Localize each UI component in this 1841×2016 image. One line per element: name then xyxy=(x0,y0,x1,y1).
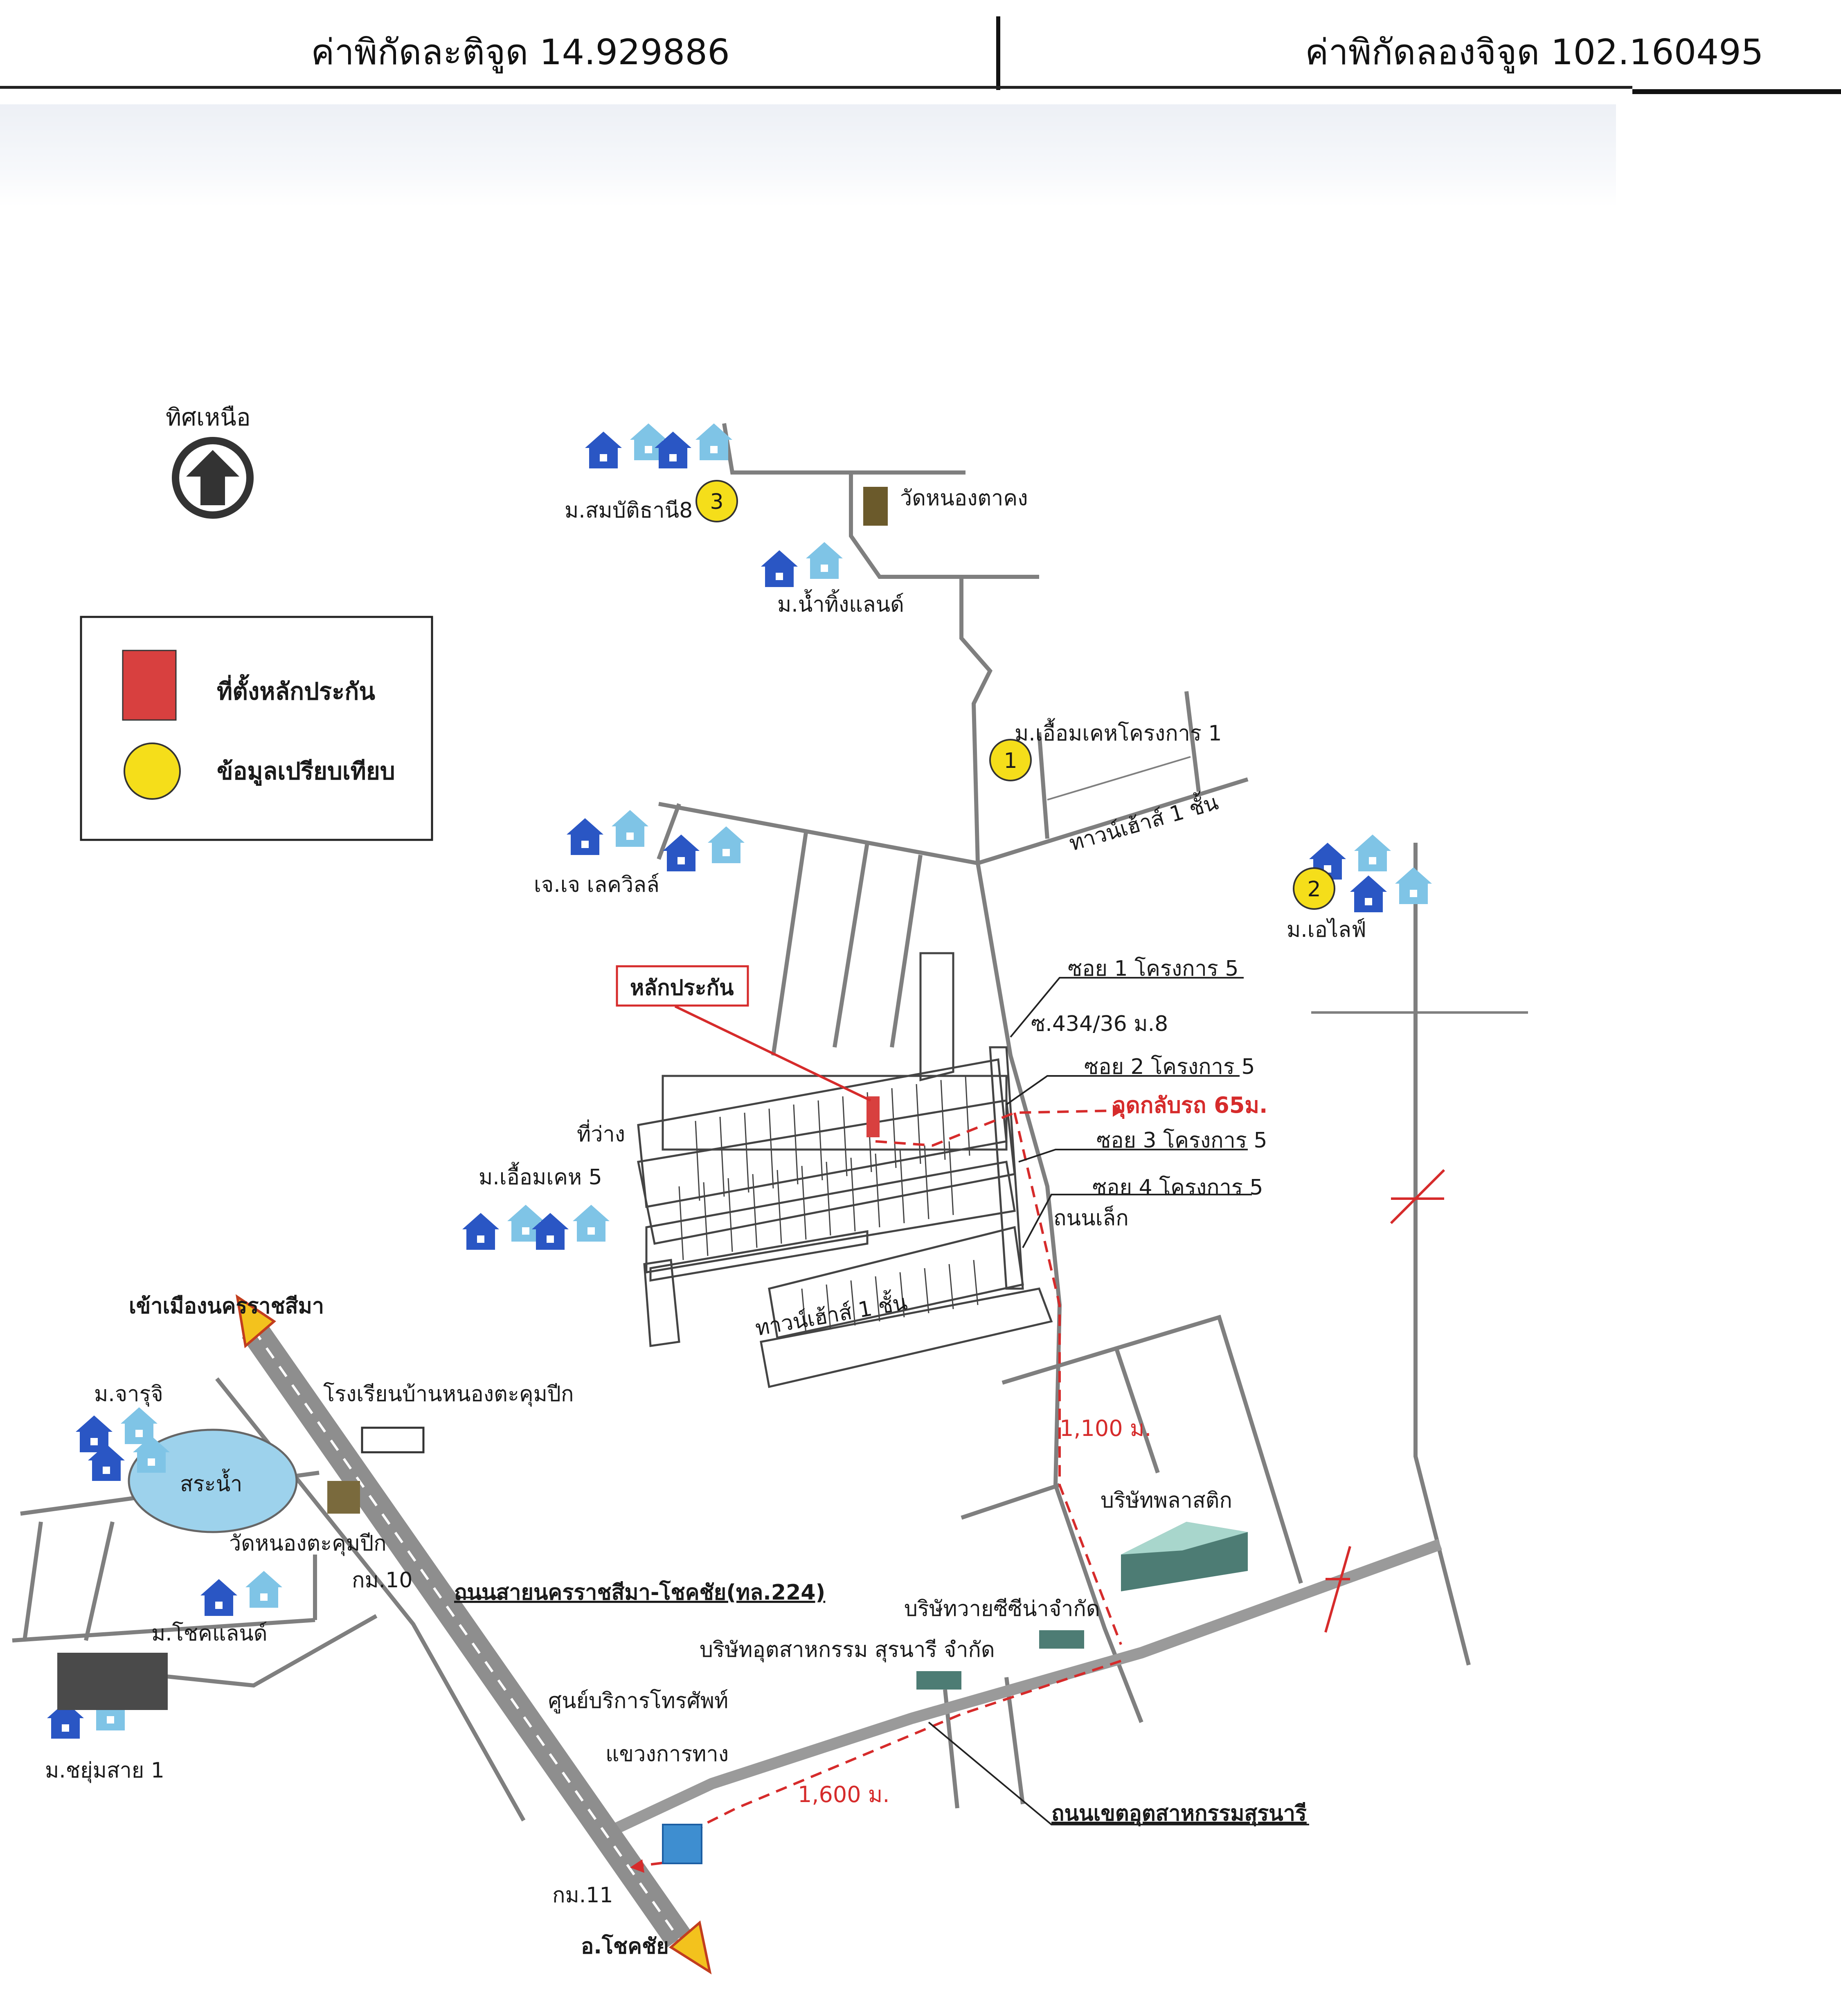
village-cholland-houses-icon xyxy=(200,1571,282,1616)
label-village-2: ม.เอไลฟ์ xyxy=(1287,918,1366,942)
label-highway-dept: แขวงการทาง xyxy=(605,1742,729,1766)
label-village-jarun: ม.จารุจิ xyxy=(94,1382,163,1407)
label-soi-4: ซอย 4 โครงการ 5 xyxy=(1092,1175,1263,1200)
legend-collateral-swatch xyxy=(122,650,177,721)
factory-icon xyxy=(1121,1522,1248,1591)
label-km10: กม.10 xyxy=(352,1568,412,1593)
label-village-namtien: ม.น้ำทิ้งแลนด์ xyxy=(777,589,904,617)
legend-collateral-label: ที่ตั้งหลักประกัน xyxy=(217,674,375,705)
comparison-marker-3: 3 xyxy=(695,480,738,522)
label-km11: กม.11 xyxy=(552,1883,613,1908)
leader-lines xyxy=(456,977,1309,1825)
temple-north-icon xyxy=(863,487,888,526)
svg-text:2: 2 xyxy=(1307,877,1321,902)
label-company-paper: บริษัทวายซีซีน่าจำกัด xyxy=(904,1597,1100,1621)
temple-icon xyxy=(327,1481,360,1514)
gas-station-icon xyxy=(662,1824,702,1864)
legend-comparison-swatch xyxy=(124,742,181,800)
label-village-chumsai: ม.ชยุ่มสาย 1 xyxy=(45,1758,164,1783)
label-industrial-road: ถนนเขตอุตสาหกรรมสุรนารี xyxy=(1051,1801,1307,1827)
label-pond: สระน้ำ xyxy=(180,1469,242,1496)
label-village-1: ม.เอื้อมเคหโครงการ 1 xyxy=(1015,718,1222,746)
small-factory-icon xyxy=(1039,1630,1084,1649)
village-3-houses-icon xyxy=(585,423,732,468)
label-village-5: ม.เอื้อมเคห 5 xyxy=(479,1162,602,1190)
label-distance-1600: 1,600 ม. xyxy=(798,1782,890,1807)
header-rule-thick xyxy=(1632,89,1841,94)
label-house-no: ซ.434/36 ม.8 xyxy=(1031,1012,1168,1036)
label-vacant: ที่ว่าง xyxy=(577,1119,625,1147)
label-distance-1100: 1,100 ม. xyxy=(1060,1415,1152,1441)
svg-text:1: 1 xyxy=(1004,749,1017,773)
header-rule xyxy=(0,86,1632,89)
village-jj-houses-icon-2 xyxy=(663,826,745,871)
lot-lines xyxy=(678,1076,979,1334)
label-to-korat: เข้าเมืองนครราชสีมา xyxy=(129,1294,324,1318)
label-school: โรงเรียนบ้านหนองตะคุมปีก xyxy=(323,1382,574,1407)
label-temple-north: วัดหนองตาคง xyxy=(900,486,1028,511)
label-main-road: ถนนสายนครราชสีมา-โชคชัย(ทล.224) xyxy=(454,1580,825,1605)
highway-224 xyxy=(235,1294,712,1975)
compass-label: ทิศเหนือ xyxy=(166,403,251,431)
village-2-houses-icon-2 xyxy=(1350,867,1432,912)
industrial-road xyxy=(613,1539,1442,1834)
rowhouse-block xyxy=(57,1653,168,1710)
collateral-location: หลักประกัน xyxy=(616,965,880,1137)
blurred-text-band xyxy=(0,104,1616,207)
legend: ที่ตั้งหลักประกัน ข้อมูลเปรียบเทียบ xyxy=(80,616,433,841)
label-village-jj: เจ.เจ เลควิลล์ xyxy=(534,873,659,897)
label-village-cholland: ม.โชคแลนด์ xyxy=(151,1621,268,1646)
boundary-cross-marks xyxy=(1324,1169,1445,1633)
svg-text:3: 3 xyxy=(710,490,723,514)
to-chokchai-arrow-icon xyxy=(668,1920,712,1975)
label-side-road: ถนนเล็ก xyxy=(1053,1206,1129,1231)
label-townhouse-1: ทาวน์เฮ้าส์ 1 ชั้น xyxy=(1066,787,1221,856)
route-path xyxy=(642,1109,1122,1867)
label-townhouse-2: ทาวน์เฮ้าส์ 1 ชั้น xyxy=(753,1287,909,1341)
label-temple-south: วัดหนองตะคุมปีก xyxy=(229,1531,387,1556)
label-village-3: ม.สมบัติธานี8 xyxy=(565,498,693,523)
pond xyxy=(128,1429,298,1533)
collateral-lot-marker xyxy=(866,1096,880,1137)
label-company-plastic: บริษัทพลาสติก xyxy=(1101,1488,1232,1513)
label-phone-center: ศูนย์บริการโทรศัพท์ xyxy=(548,1689,728,1714)
village-namtien-houses-icon xyxy=(761,542,843,587)
legend-comparison-label: ข้อมูลเปรียบเทียบ xyxy=(217,757,395,786)
header-divider xyxy=(996,16,1000,90)
label-company-industrial: บริษัทอุตสาหกรรม สุรนารี จำกัด xyxy=(700,1638,995,1663)
comparison-marker-2: 2 xyxy=(1293,867,1335,910)
to-korat-arrow-icon xyxy=(235,1294,276,1348)
village-5-houses-icon xyxy=(462,1205,610,1250)
compass: ทิศเหนือ xyxy=(166,403,254,519)
latitude-label: ค่าพิกัดละติจูด 14.929886 xyxy=(311,32,730,73)
coordinate-header: ค่าพิกัดละติจูด 14.929886 ค่าพิกัดลองจิจ… xyxy=(0,0,1841,94)
comparison-marker-1: 1 xyxy=(989,739,1032,781)
subdivision-blocks xyxy=(637,952,1053,1388)
collateral-callout: หลักประกัน xyxy=(630,976,734,1000)
longitude-label: ค่าพิกัดลองจิจูด 102.160495 xyxy=(1305,32,1764,73)
label-to-chokchai: อ.โชคชัย xyxy=(581,1933,669,1959)
school-icon xyxy=(361,1426,425,1454)
label-u-turn: จุดกลับรถ 65ม. xyxy=(1113,1092,1268,1119)
village-jj-houses-icon xyxy=(567,810,648,855)
small-factory-icon-2 xyxy=(916,1671,961,1690)
